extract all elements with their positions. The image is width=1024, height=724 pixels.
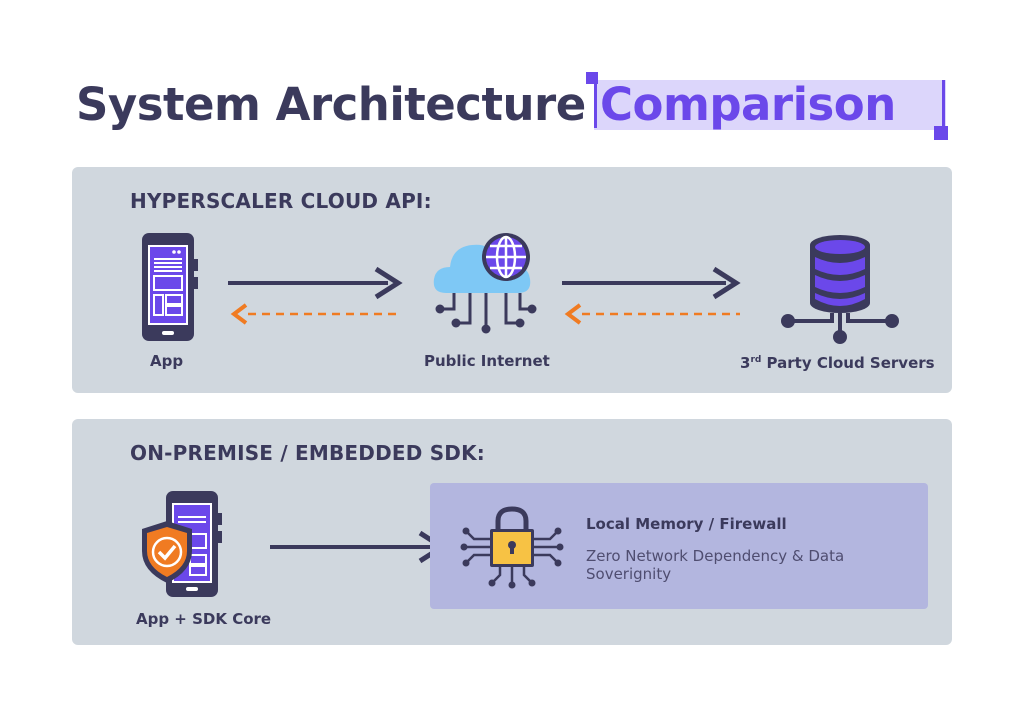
- lock-circuit-icon: [460, 506, 564, 589]
- app-label: App: [150, 352, 184, 370]
- cloud-api-panel: HYPERSCALER CLOUD API: App: [72, 167, 952, 393]
- internet-label: Public Internet: [424, 352, 550, 370]
- cloud-globe-icon: [433, 233, 537, 334]
- title-main: System Architecture: [76, 78, 586, 131]
- title-accent: Comparison: [600, 78, 896, 131]
- selection-handle-bottom-right: [934, 126, 948, 140]
- sdk-heading: ON-PREMISE / EMBEDDED SDK:: [130, 441, 486, 465]
- servers-label: 3rd Party Cloud Servers: [740, 354, 935, 372]
- local-firewall-box: Local Memory / Firewall Zero Network Dep…: [430, 483, 928, 609]
- title-highlight: [594, 80, 946, 130]
- phone-icon: [142, 233, 198, 341]
- local-arrow: [270, 530, 446, 564]
- selection-cursor-right: [942, 80, 945, 130]
- sdk-panel: ON-PREMISE / EMBEDDED SDK: App + SDK Cor…: [72, 419, 952, 645]
- database-icon: [781, 235, 899, 344]
- firewall-description: Zero Network Dependency & Data Soverigni…: [586, 547, 845, 583]
- cloud-api-heading: HYPERSCALER CLOUD API:: [130, 189, 432, 213]
- sdk-app-label: App + SDK Core: [136, 610, 272, 628]
- selection-handle-top-left: [586, 72, 598, 84]
- request-arrow-1: [228, 266, 403, 325]
- request-arrow-2: [562, 266, 741, 325]
- selection-cursor-left: [594, 76, 597, 128]
- shield-check-icon: [142, 521, 192, 583]
- firewall-title: Local Memory / Firewall: [586, 515, 787, 533]
